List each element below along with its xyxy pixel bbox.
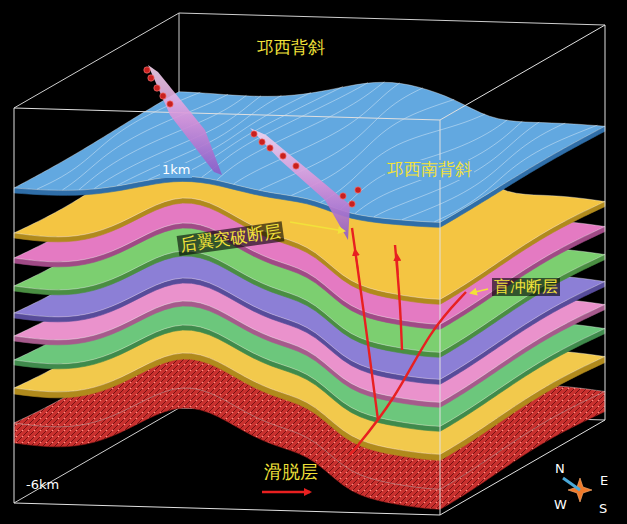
structure-label: 邛西南背斜 xyxy=(385,160,474,180)
seismic-dot xyxy=(267,145,273,151)
box-edge xyxy=(605,25,606,420)
fault-line xyxy=(350,292,466,455)
contour-line xyxy=(340,120,507,210)
seismic-dot xyxy=(340,193,346,199)
seismic-dot xyxy=(144,67,150,73)
seismic-dot xyxy=(293,163,299,169)
seismic-dot xyxy=(154,85,160,91)
seismic-dot xyxy=(349,201,355,207)
box-edge xyxy=(14,503,440,515)
contour-line xyxy=(355,121,522,213)
contour-line xyxy=(79,95,246,189)
leader-line xyxy=(471,289,488,293)
fault-line xyxy=(352,228,378,420)
slip-arrow xyxy=(397,255,398,275)
compass-letter: W xyxy=(552,498,569,513)
structure-label: 邛西背斜 xyxy=(255,38,327,58)
compass-letter: E xyxy=(598,474,610,489)
seismic-dot xyxy=(148,75,154,81)
box-edge xyxy=(14,108,440,120)
layer-surface xyxy=(14,82,605,222)
box-edge xyxy=(440,420,605,515)
layer-label: 滑脱层 xyxy=(262,462,320,483)
fault-line xyxy=(395,245,402,350)
box-edge xyxy=(179,13,605,25)
scale-label: -6km xyxy=(24,478,61,493)
contour-line xyxy=(321,114,485,202)
box-edge xyxy=(14,13,179,108)
compass-rose xyxy=(563,478,592,502)
seismic-dot xyxy=(167,101,173,107)
contour-line xyxy=(148,93,311,180)
box-edge xyxy=(440,25,605,120)
box-edge xyxy=(14,108,15,503)
seismic-dot xyxy=(259,139,265,145)
compass-letter: N xyxy=(553,462,567,477)
slip-arrow xyxy=(262,491,310,493)
seismic-dot xyxy=(251,131,257,137)
seismic-dot xyxy=(280,153,286,159)
fault-label: 后翼突破断层 xyxy=(177,221,285,255)
compass-letter: S xyxy=(597,502,609,517)
leader-line xyxy=(290,222,344,231)
scale-label: 1km xyxy=(160,163,192,178)
slip-arrow xyxy=(355,250,358,270)
compass-needle xyxy=(563,478,580,490)
box-frame xyxy=(14,25,605,515)
contour-line xyxy=(374,122,539,217)
seismic-dot xyxy=(355,187,361,193)
seismic-dot xyxy=(160,93,166,99)
fault-plane xyxy=(148,65,222,175)
fault-label: 盲冲断层 xyxy=(492,278,560,296)
